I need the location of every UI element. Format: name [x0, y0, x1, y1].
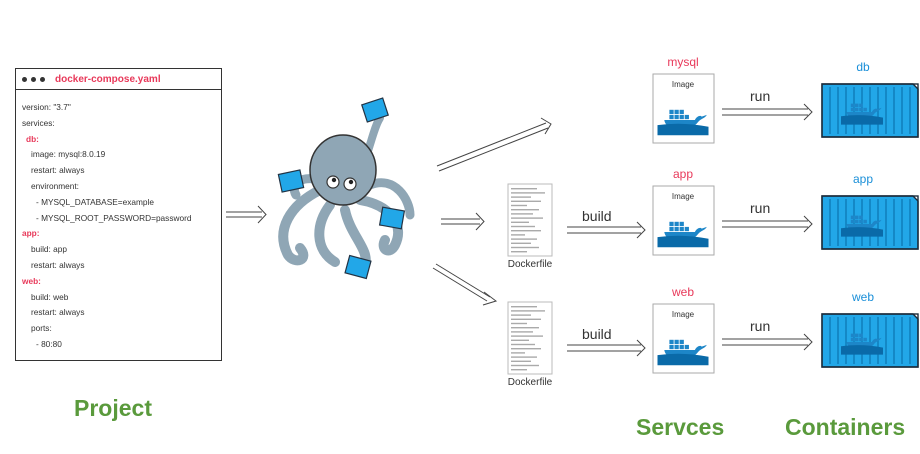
arrow-octopus-to-mysql	[436, 117, 552, 172]
container-name-app: app	[852, 172, 874, 186]
run-label: run	[750, 200, 771, 216]
service-image-app	[652, 185, 715, 256]
service-name-app: app	[672, 167, 694, 181]
container-web	[821, 313, 919, 368]
yaml-line: - 80:80	[36, 338, 62, 349]
yaml-line: - MYSQL_DATABASE=example	[36, 196, 154, 207]
yaml-line: restart: always	[31, 165, 85, 176]
yaml-service-key: db:	[26, 133, 39, 144]
yaml-line: build: app	[31, 244, 67, 255]
service-image-mysql	[652, 73, 715, 144]
container-name-web: web	[851, 290, 874, 304]
yaml-line: services:	[22, 117, 55, 128]
yaml-line: restart: always	[31, 259, 85, 270]
image-label: Image	[671, 80, 695, 89]
container-app	[821, 195, 919, 250]
services-label: Servces	[636, 414, 725, 440]
containers-label: Containers	[785, 414, 906, 440]
run-label: run	[750, 88, 771, 104]
compose-file-title: docker-compose.yaml	[55, 73, 161, 85]
service-image-web	[652, 303, 715, 374]
run-arrow-mysql	[722, 103, 813, 121]
image-label: Image	[671, 192, 695, 201]
yaml-service-key: web:	[22, 275, 41, 286]
docker-whale-icon	[841, 103, 883, 125]
service-row-web	[507, 301, 919, 375]
run-arrow-app	[722, 215, 813, 233]
dockerfile-label: Dockerfile	[507, 259, 553, 270]
container-db	[821, 83, 919, 138]
compose-file-window: docker-compose.yaml version: "3.7" servic…	[15, 68, 222, 361]
docker-whale-icon	[657, 221, 709, 248]
run-arrow-web	[722, 333, 813, 351]
image-label: Image	[671, 310, 695, 319]
dockerfile-doc-icon	[507, 183, 553, 257]
service-row-mysql	[652, 73, 919, 144]
window-dot-icon	[31, 76, 36, 82]
compose-octopus-icon	[277, 97, 415, 280]
build-arrow-web	[567, 339, 646, 357]
yaml-line: restart: always	[31, 307, 85, 318]
service-row-app	[507, 183, 919, 257]
window-dot-icon	[40, 76, 45, 82]
window-controls	[22, 76, 45, 82]
docker-whale-icon	[657, 339, 709, 366]
dockerfile-label: Dockerfile	[507, 377, 553, 388]
docker-whale-icon	[657, 109, 709, 136]
dockerfile-doc-icon	[507, 301, 553, 375]
arrow-octopus-to-app	[441, 212, 485, 231]
yaml-line: version: "3.7"	[22, 102, 71, 112]
service-name-web: web	[671, 285, 694, 299]
yaml-line: - MYSQL_ROOT_PASSWORD=password	[36, 212, 192, 223]
run-label: run	[750, 318, 771, 334]
window-dot-icon	[22, 76, 27, 82]
service-name-mysql: mysql	[667, 55, 699, 69]
container-name-db: db	[856, 60, 870, 74]
yaml-line: build: web	[31, 291, 69, 302]
docker-whale-icon	[841, 333, 883, 355]
project-label: Project	[74, 395, 152, 421]
build-label: build	[582, 326, 612, 342]
build-arrow-app	[567, 221, 646, 239]
arrow-octopus-to-web	[432, 263, 498, 306]
docker-whale-icon	[841, 215, 883, 237]
yaml-line: ports:	[31, 323, 52, 334]
build-label: build	[582, 208, 612, 224]
arrow-compose-to-octopus	[226, 205, 267, 224]
service-rows	[507, 73, 919, 375]
compose-file-content: version: "3.7" services: db: image: mysql:8…	[16, 90, 221, 353]
yaml-line: image: mysql:8.0.19	[31, 149, 106, 160]
window-titlebar: docker-compose.yaml	[16, 69, 221, 90]
yaml-line: environment:	[31, 180, 79, 191]
yaml-service-key: app:	[22, 228, 40, 239]
